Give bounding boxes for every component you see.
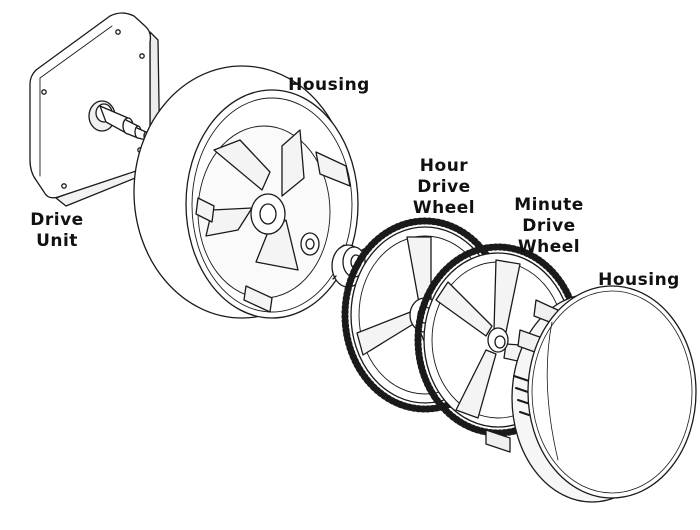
label-minute-line3: Wheel [510,237,588,258]
label-housing-front-text: Housing [594,270,684,291]
label-hour-drive-wheel: Hour Drive Wheel [408,156,480,219]
label-hour-line1: Hour [408,156,480,177]
label-housing-front: Housing [594,270,684,291]
label-housing-back: Housing [284,75,374,96]
housing-back [134,66,358,318]
label-drive-unit: Drive Unit [22,210,92,252]
label-hour-line2: Drive [408,177,480,198]
label-hour-line3: Wheel [408,198,480,219]
label-minute-drive-wheel: Minute Drive Wheel [510,195,588,258]
label-minute-line2: Drive [510,216,588,237]
label-drive-unit-line1: Drive [22,210,92,231]
label-drive-unit-line2: Unit [22,231,92,252]
label-minute-line1: Minute [510,195,588,216]
label-housing-back-text: Housing [284,75,374,96]
